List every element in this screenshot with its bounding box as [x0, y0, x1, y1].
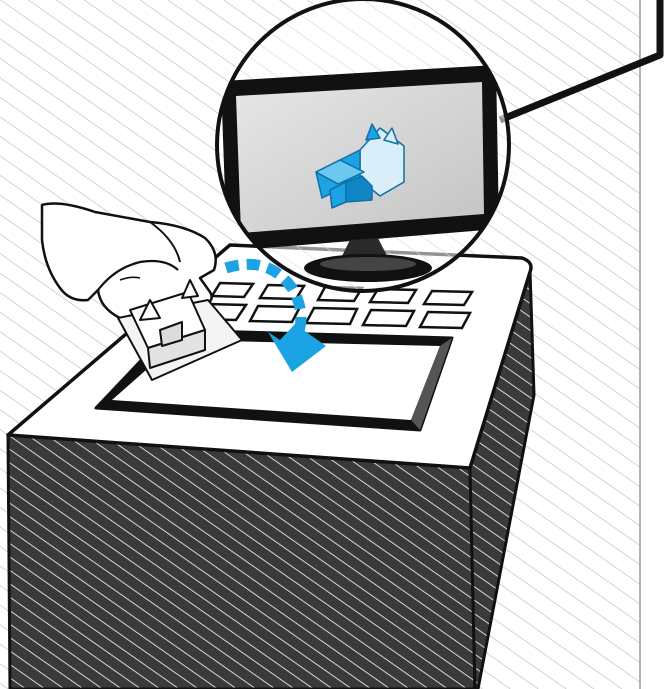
keypad-button[interactable]	[250, 306, 300, 322]
keypad-button[interactable]	[420, 312, 470, 328]
keypad-button[interactable]	[424, 291, 472, 305]
keypad-button[interactable]	[212, 283, 253, 297]
scanner-box-front	[8, 435, 475, 689]
keypad-button[interactable]	[306, 308, 357, 324]
wall-edge-strip	[640, 0, 666, 689]
keypad-button[interactable]	[363, 310, 414, 326]
